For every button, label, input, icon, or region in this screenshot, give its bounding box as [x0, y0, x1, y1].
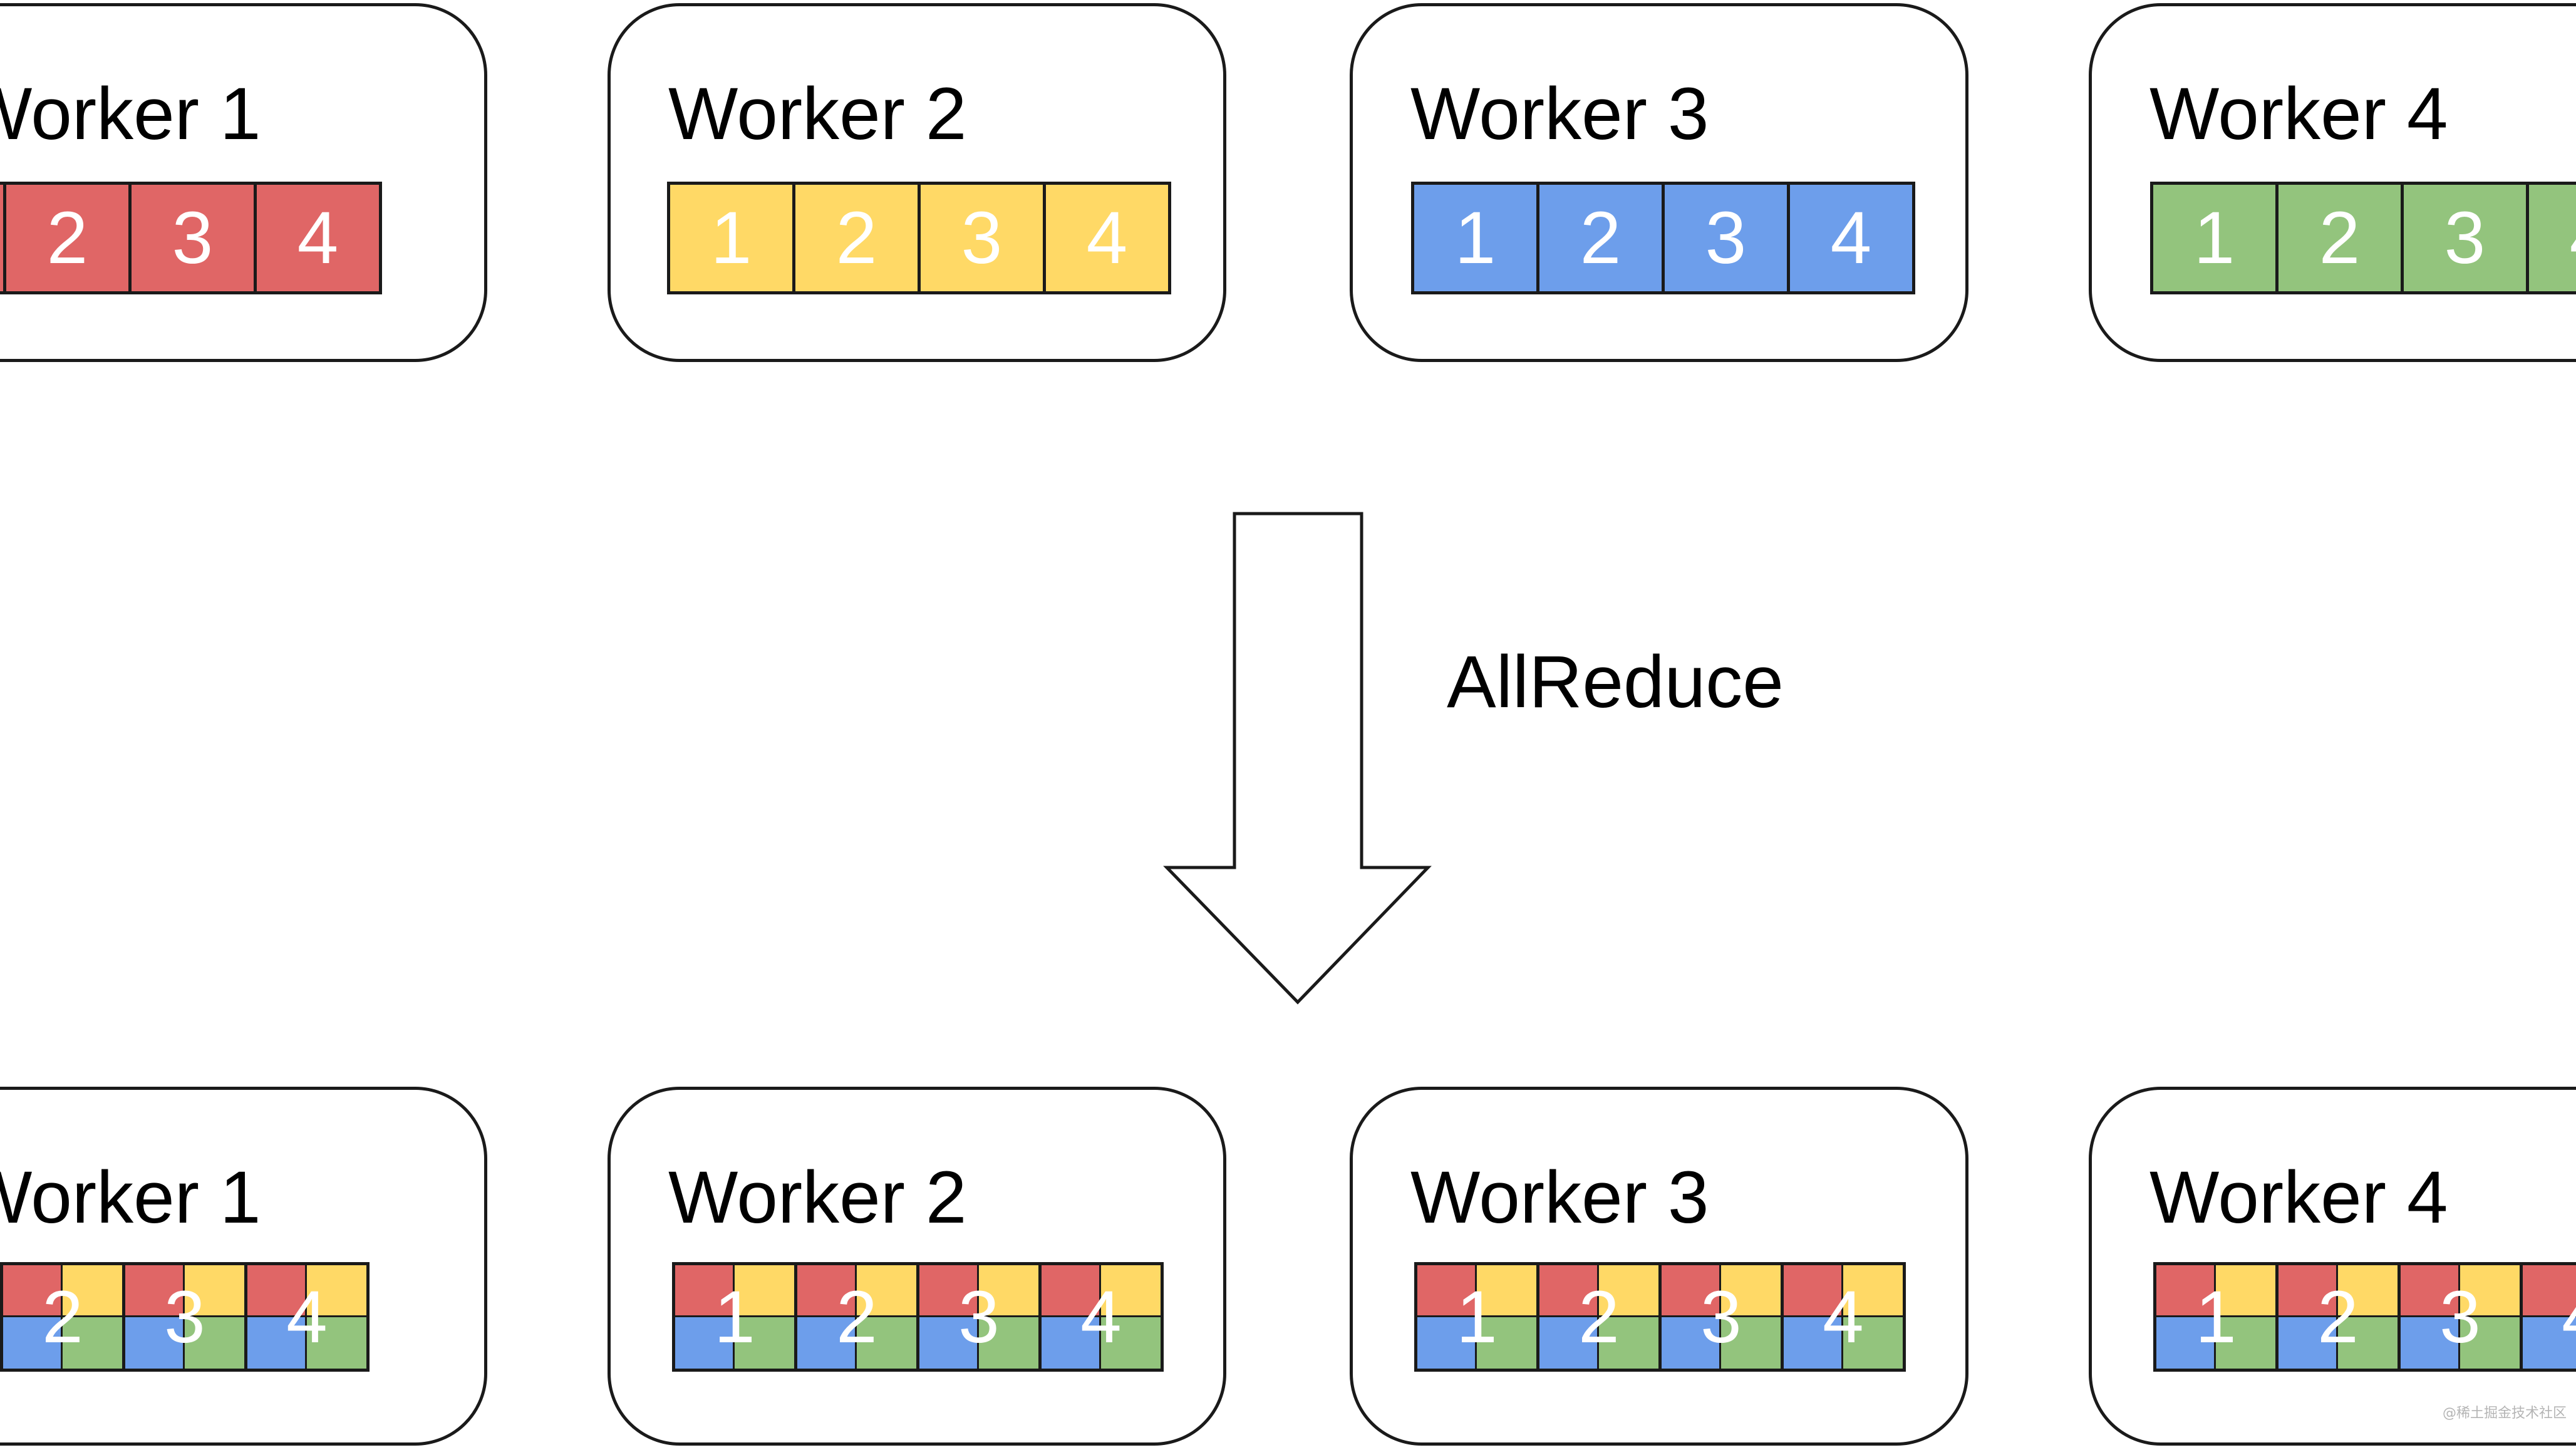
- worker-4-before-cells: 1 2 3 4: [2150, 182, 2576, 294]
- chunk-cell: 1: [1411, 182, 1539, 294]
- worker-2-before-cells: 1 2 3 4: [667, 182, 1171, 294]
- worker-1-before-title: Worker 1: [0, 73, 261, 155]
- reduced-chunk-cell: 3: [916, 1262, 1042, 1372]
- chunk-cell: 4: [1043, 182, 1171, 294]
- chunk-number: 4: [2523, 1265, 2576, 1369]
- worker-2-after-box: Worker 2 1 2 3 4: [608, 1087, 1226, 1446]
- reduced-chunk-cell: 3: [2398, 1262, 2523, 1372]
- reduced-chunk-cell: 3: [1658, 1262, 1784, 1372]
- reduced-chunk-cell: 2: [2275, 1262, 2401, 1372]
- chunk-cell: 3: [128, 182, 257, 294]
- reduced-chunk-cell: 4: [1038, 1262, 1164, 1372]
- chunk-cell: 3: [1662, 182, 1790, 294]
- chunk-cell: 4: [1787, 182, 1915, 294]
- chunk-cell: 2: [1536, 182, 1665, 294]
- worker-3-after-box: Worker 3 1 2 3 4: [1350, 1087, 1968, 1446]
- watermark: @稀土掘金技术社区: [2443, 1406, 2567, 1421]
- chunk-number: 1: [714, 1275, 755, 1359]
- worker-3-after-title: Worker 3: [1410, 1156, 1709, 1239]
- reduced-chunk-cell: 2: [1536, 1262, 1662, 1372]
- chunk-cell: 2: [2275, 182, 2404, 294]
- chunk-cell: 2: [792, 182, 921, 294]
- worker-4-after-box: Worker 4 1 2 3 4: [2089, 1087, 2576, 1446]
- chunk-number: 2: [1578, 1275, 1620, 1359]
- chunk-number: 4: [286, 1275, 328, 1359]
- chunk-number: 2: [836, 1275, 877, 1359]
- worker-3-before-box: Worker 3 1 2 3 4: [1350, 3, 1968, 362]
- reduced-chunk-cell: 3: [122, 1262, 247, 1372]
- worker-2-after-cells: 1 2 3 4: [672, 1262, 1164, 1372]
- reduced-chunk-cell: 4: [2520, 1262, 2576, 1372]
- chunk-cell: 4: [2526, 182, 2576, 294]
- chunk-number: 3: [2439, 1275, 2481, 1359]
- worker-2-before-title: Worker 2: [668, 73, 967, 155]
- reduced-chunk-cell: 4: [1781, 1262, 1906, 1372]
- chunk-number: 1: [2195, 1275, 2237, 1359]
- worker-2-before-box: Worker 2 1 2 3 4: [608, 3, 1226, 362]
- chunk-number: 4: [1080, 1275, 1122, 1359]
- chunk-number: 3: [1700, 1275, 1742, 1359]
- reduced-chunk-cell: 2: [0, 1262, 125, 1372]
- chunk-number: 3: [958, 1275, 1000, 1359]
- reduced-chunk-cell: 1: [1414, 1262, 1539, 1372]
- worker-2-after-title: Worker 2: [668, 1156, 967, 1239]
- worker-3-before-cells: 1 2 3 4: [1411, 182, 1915, 294]
- reduced-chunk-cell: 1: [672, 1262, 797, 1372]
- worker-1-before-box: Worker 1 1 2 3 4: [0, 3, 487, 362]
- worker-4-before-box: Worker 4 1 2 3 4: [2089, 3, 2576, 362]
- chunk-number: 2: [2317, 1275, 2359, 1359]
- worker-1-after-title: Worker 1: [0, 1156, 261, 1239]
- worker-4-after-title: Worker 4: [2149, 1156, 2448, 1239]
- chunk-cell: 2: [3, 182, 132, 294]
- chunk-number: 4: [1823, 1275, 1864, 1359]
- allreduce-label: AllReduce: [1447, 641, 1784, 723]
- reduced-chunk-cell: 2: [794, 1262, 919, 1372]
- worker-4-after-cells: 1 2 3 4: [2153, 1262, 2576, 1372]
- chunk-cell: 1: [2150, 182, 2279, 294]
- chunk-cell: 1: [667, 182, 795, 294]
- worker-4-before-title: Worker 4: [2149, 73, 2448, 155]
- chunk-number: 1: [1456, 1275, 1497, 1359]
- chunk-cell: 3: [2401, 182, 2529, 294]
- chunk-number: 3: [164, 1275, 205, 1359]
- down-arrow-icon: [1163, 512, 1432, 1005]
- reduced-chunk-cell: 1: [2153, 1262, 2279, 1372]
- worker-1-after-cells: 1 2 3 4: [0, 1262, 370, 1372]
- reduced-chunk-cell: 4: [244, 1262, 370, 1372]
- worker-1-before-cells: 1 2 3 4: [0, 182, 382, 294]
- chunk-cell: 3: [918, 182, 1046, 294]
- chunk-number: 2: [42, 1275, 83, 1359]
- worker-1-after-box: Worker 1 1 2 3 4: [0, 1087, 487, 1446]
- worker-3-after-cells: 1 2 3 4: [1414, 1262, 1906, 1372]
- worker-3-before-title: Worker 3: [1410, 73, 1709, 155]
- chunk-cell: 4: [254, 182, 382, 294]
